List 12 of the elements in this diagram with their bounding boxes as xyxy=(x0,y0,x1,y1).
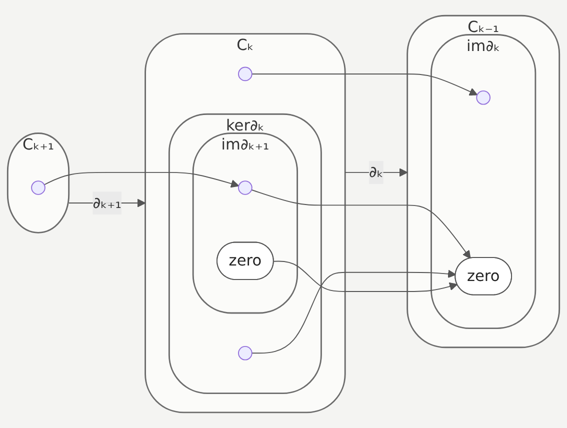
edge-label: ∂ₖ₊₁ xyxy=(92,193,122,212)
node-circle xyxy=(31,180,46,195)
arrow xyxy=(273,260,458,292)
node-circle xyxy=(238,66,252,82)
node-circle xyxy=(238,346,252,360)
arrow xyxy=(251,270,456,354)
arrow xyxy=(251,73,478,96)
arrow xyxy=(251,189,471,259)
node-circle xyxy=(238,180,252,195)
edge-label: ∂ₖ xyxy=(369,162,384,182)
arrow xyxy=(44,172,240,188)
node-circle xyxy=(476,90,490,105)
